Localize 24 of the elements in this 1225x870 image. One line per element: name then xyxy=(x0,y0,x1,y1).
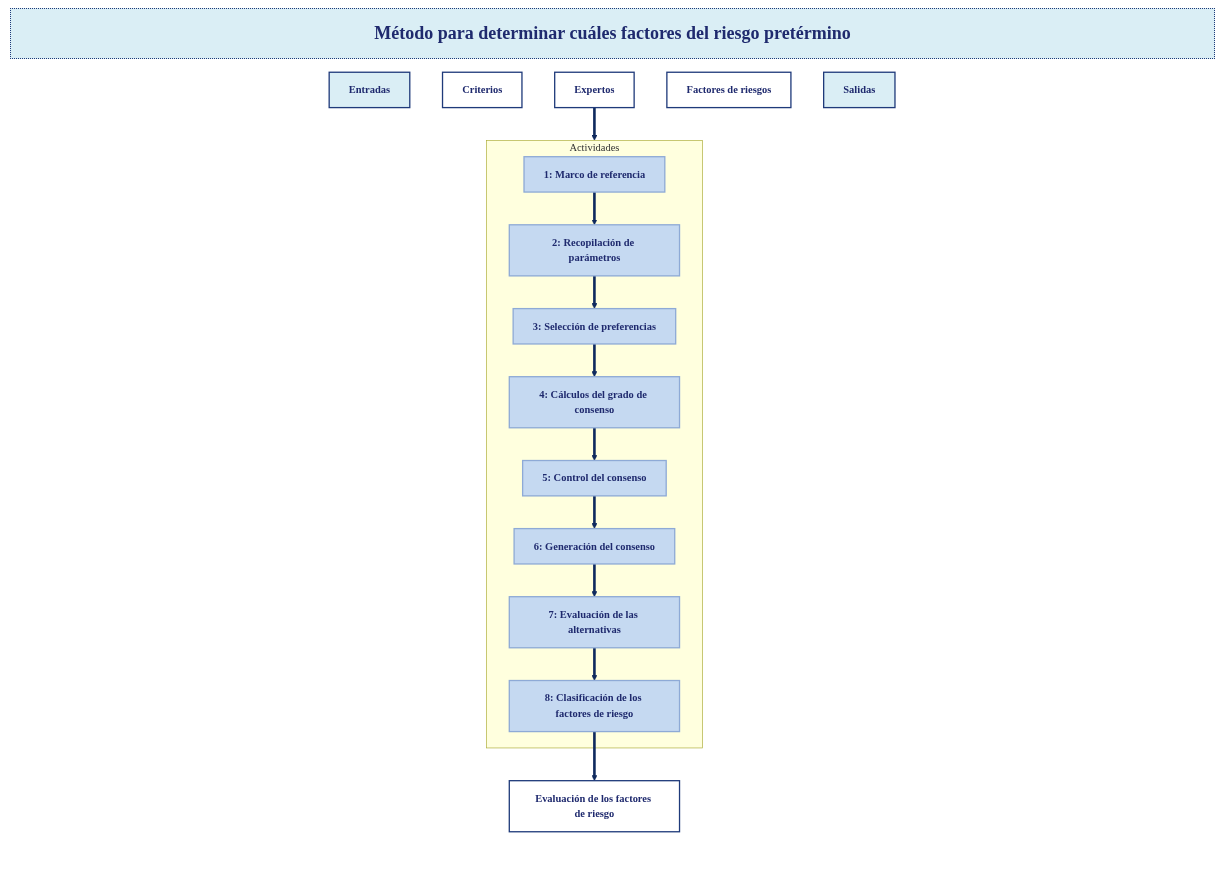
arrow xyxy=(591,495,598,529)
diagram-title: Método para determinar cuáles factores del riesgo pretérmino xyxy=(10,8,1215,59)
node-box: 2: Recopilación de parámetros xyxy=(509,224,681,277)
node-box: 6: Generación del consenso xyxy=(513,527,676,565)
arrow xyxy=(591,343,598,377)
node-box: 5: Control del consenso xyxy=(522,459,668,497)
node-box: Factores de riesgos xyxy=(666,71,792,109)
node-box: Criterios xyxy=(442,71,524,109)
arrow xyxy=(591,731,598,781)
node-box: Expertos xyxy=(554,71,636,109)
node-box: Evaluación de los factores de riesgo xyxy=(509,780,681,833)
node-box: 8: Clasificación de los factores de riesgo xyxy=(509,679,681,733)
node-box: 7: Evaluación de las alternativas xyxy=(509,596,681,649)
arrow xyxy=(591,107,598,141)
node-box: Entradas xyxy=(328,71,411,109)
node-box: 3: Selección de preferencias xyxy=(512,307,677,345)
node-box: 4: Cálculos del grado de consenso xyxy=(509,376,681,429)
node-box: 1: Marco de referencia xyxy=(523,156,666,193)
arrow xyxy=(591,427,598,461)
node-box: Salidas xyxy=(823,71,897,109)
arrow xyxy=(591,563,598,597)
arrow xyxy=(591,192,598,226)
arrow xyxy=(591,275,598,309)
arrow xyxy=(591,647,598,681)
